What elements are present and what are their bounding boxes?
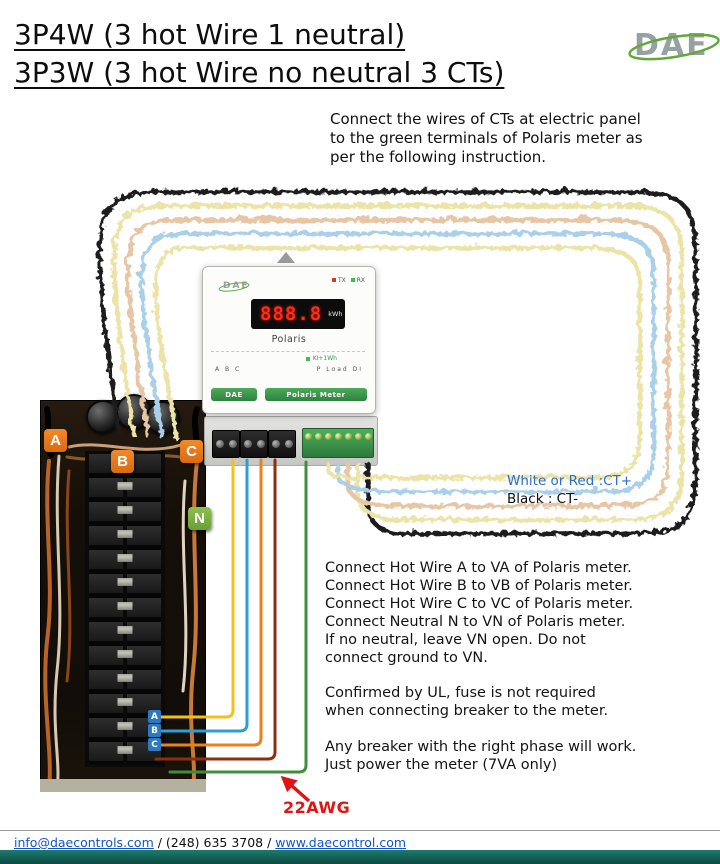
ct-plus-label: White or Red :CT+	[507, 473, 633, 489]
instruction-line: Connect Hot Wire B to VB of Polaris mete…	[325, 578, 633, 594]
meter-unit-label: kWh	[328, 310, 343, 318]
title-line-2: 3P3W (3 hot Wire no neutral 3 CTs)	[14, 56, 505, 89]
intro-line-3: per the following instruction.	[330, 148, 547, 166]
page-title: 3P4W (3 hot Wire 1 neutral) 3P3W (3 hot …	[14, 16, 504, 92]
title-line-1: 3P4W (3 hot Wire 1 neutral)	[14, 18, 406, 51]
wire-tag-b: B	[148, 724, 161, 737]
breaker-note-line: Just power the meter (7VA only)	[325, 757, 558, 773]
intro-line-1: Connect the wires of CTs at electric pan…	[330, 110, 641, 128]
phase-c-badge: C	[180, 440, 203, 463]
terminal-screw	[215, 440, 224, 448]
wiring-instructions: Connect Hot Wire A to VA of Polaris mete…	[325, 559, 715, 667]
meter-io-label: P Load DI	[316, 366, 363, 373]
green-terminal-screw	[364, 433, 372, 440]
terminal-screw	[284, 440, 293, 448]
instruction-line: Connect Hot Wire C to VC of Polaris mete…	[325, 596, 634, 612]
footer-website-link[interactable]: www.daecontrol.com	[275, 835, 407, 850]
ct-clamp-a	[86, 400, 120, 434]
breaker-note-line: Any breaker with the right phase will wo…	[325, 739, 637, 755]
pulse-led-icon	[305, 356, 310, 361]
instruction-line: connect ground to VN.	[325, 650, 488, 666]
phase-a-badge: A	[44, 429, 67, 452]
green-terminal-screw	[354, 433, 362, 440]
dae-logo: DAE	[628, 28, 720, 63]
tx-led: TX	[331, 277, 346, 284]
green-terminal-screw	[344, 433, 352, 440]
green-terminal-screw	[304, 433, 312, 440]
meter-phase-labels: A B C	[215, 366, 242, 373]
green-terminal-screw	[314, 433, 322, 440]
intro-line-2: to the green terminals of Polaris meter …	[330, 129, 643, 147]
rx-led: RX	[350, 277, 365, 284]
breaker-note: Any breaker with the right phase will wo…	[325, 738, 715, 774]
dae-logo-text: DAE	[634, 28, 709, 63]
ct-minus-label: Black : CT-	[507, 491, 578, 507]
meter-dae-logo: DAE	[218, 281, 395, 292]
meter-lcd-display: 888.8 kWh	[251, 299, 345, 329]
meter-separator	[211, 351, 365, 352]
floor	[40, 779, 206, 792]
meter-mount-clip-icon	[277, 252, 295, 263]
footer-email-link[interactable]: info@daecontrols.com	[14, 835, 154, 850]
green-terminal-screw	[324, 433, 332, 440]
pulse-label: KI+1Wh	[312, 355, 337, 362]
intro-text: Connect the wires of CTs at electric pan…	[330, 110, 702, 167]
meter-comm-leds: TX RX	[331, 277, 365, 284]
instruction-line: If no neutral, leave VN open. Do not	[325, 632, 586, 648]
footer-phone-text: / (248) 635 3708 /	[153, 835, 276, 850]
meter-model-name: Polaris	[271, 334, 307, 345]
ct-green-terminal-strip	[302, 428, 374, 458]
phase-b-badge: B	[111, 450, 134, 473]
ct-polarity-legend: White or Red :CT+ Black : CT-	[507, 472, 632, 508]
meter-pulse-indicator: KI+1Wh	[305, 355, 337, 362]
instruction-line: Connect Hot Wire A to VA of Polaris mete…	[325, 560, 632, 576]
tx-led-icon	[331, 278, 336, 282]
ul-note-line: Confirmed by UL, fuse is not required	[325, 685, 596, 701]
footer-accent-bar	[0, 850, 720, 864]
polaris-meter: DAE TX RX 888.8 kWh Polaris KI+1Wh A B C…	[202, 266, 376, 414]
meter-io-labels: A B C P Load DI	[215, 366, 363, 373]
terminal-screw	[271, 440, 280, 448]
breaker-toggles	[117, 454, 133, 764]
meter-dae-logo-text: DAE	[223, 281, 250, 291]
footer-contact: info@daecontrols.com / (248) 635 3708 / …	[14, 835, 406, 850]
green-terminal-screw	[334, 433, 342, 440]
voltage-terminal-block-3	[268, 430, 296, 458]
neutral-n-badge: N	[188, 507, 211, 530]
meter-name-bar: Polaris Meter	[265, 388, 367, 401]
rx-led-icon	[350, 278, 355, 282]
terminal-screw	[256, 440, 265, 448]
voltage-terminal-block-1	[212, 430, 240, 458]
meter-brand-bar: DAE	[211, 388, 257, 401]
ul-note: Confirmed by UL, fuse is not required wh…	[325, 684, 715, 720]
meter-reading: 888.8	[260, 303, 323, 325]
awg-annotation: 22AWG	[283, 798, 351, 817]
instruction-line: Connect Neutral N to VN of Polaris meter…	[325, 614, 626, 630]
wire-tag-a: A	[148, 710, 161, 723]
ct-clamp-c	[146, 401, 180, 435]
ul-note-line: when connecting breaker to the meter.	[325, 703, 609, 719]
terminal-screw	[243, 440, 252, 448]
wire-tag-c: C	[148, 738, 161, 751]
footer-divider	[0, 830, 720, 831]
voltage-terminal-block-2	[240, 430, 268, 458]
terminal-screw	[228, 440, 237, 448]
